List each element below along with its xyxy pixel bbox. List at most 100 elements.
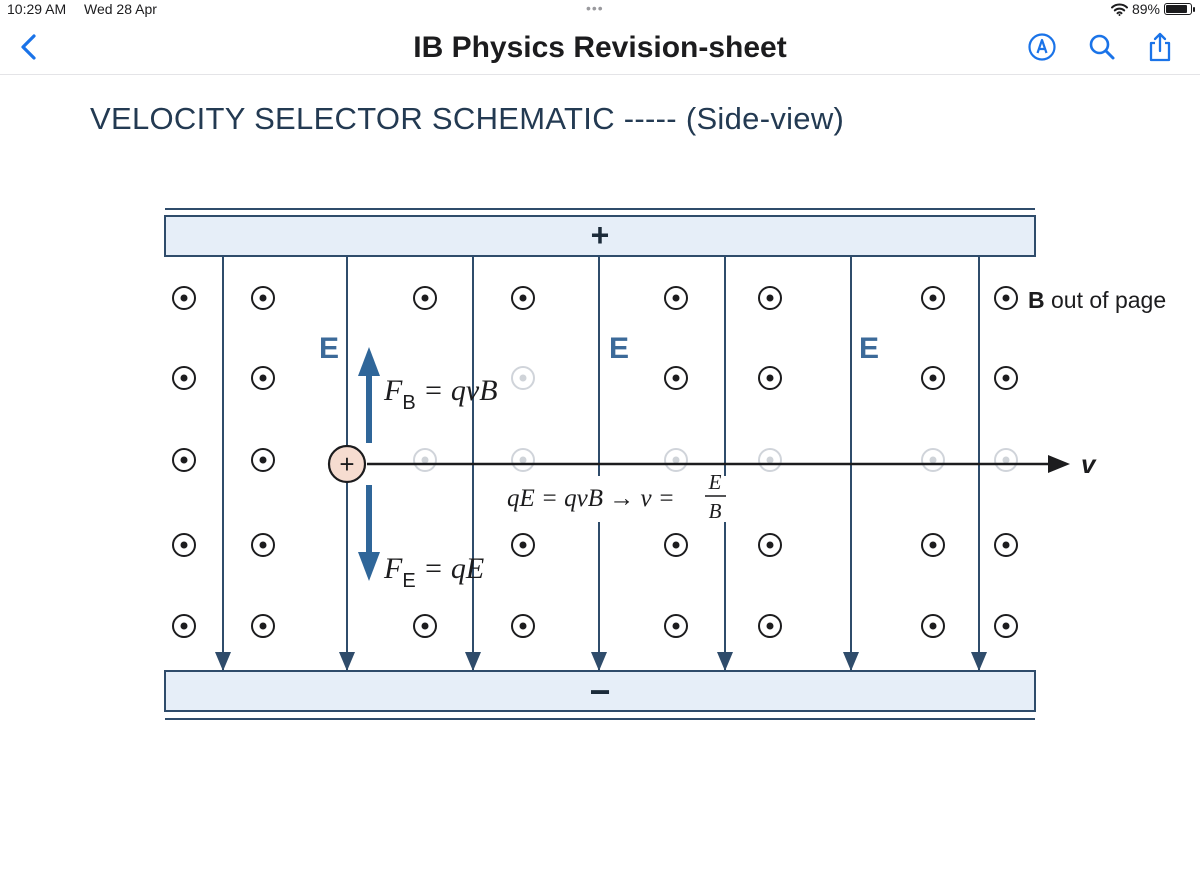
dot-center [766,622,774,630]
b-field-dot [664,366,688,390]
document-title: IB Physics Revision-sheet [413,31,787,64]
equation-background [503,476,739,522]
dot-center [766,541,774,549]
b-field-dot [511,448,535,472]
dot-center [519,374,527,382]
dot-center [766,456,774,464]
dot-center [1002,294,1010,302]
b-field-dot [664,614,688,638]
b-field-dot [172,366,196,390]
b-field-dot [994,448,1018,472]
b-field-dot [664,286,688,310]
dot-center [180,374,188,382]
dot-center [259,622,267,630]
battery-percentage: 89% [1131,1,1160,17]
e-field-arrowhead [465,652,481,671]
dot-center [929,622,937,630]
navigation-bar: IB Physics Revision-sheet [0,22,1200,75]
dot-center [766,294,774,302]
b-field-dot [921,448,945,472]
b-field-dot [251,366,275,390]
multitasking-dots[interactable]: ••• [586,0,604,16]
sheet-heading: VELOCITY SELECTOR SCHEMATIC ----- (Side-… [90,101,845,136]
dot-center [421,622,429,630]
positive-charge [327,444,367,484]
top-plate [164,208,1036,257]
dot-center [929,541,937,549]
b-field-dot [251,448,275,472]
b-field-dot [921,286,945,310]
b-field-dot [758,286,782,310]
dot-center [1002,541,1010,549]
bottom-plate [164,670,1036,720]
dot-center [519,541,527,549]
velocity-label: v [1081,449,1097,479]
b-field-dot [664,448,688,472]
dot-center [672,456,680,464]
battery-level [1166,5,1188,13]
dot-center [421,294,429,302]
share-icon[interactable] [1144,31,1176,63]
e-field-arrowhead [717,652,733,671]
balance-equation: qE = qvB → v = [507,485,675,512]
dot-center [672,541,680,549]
status-date: Wed 28 Apr [84,1,157,17]
dot-center [421,456,429,464]
b-field-dot [172,286,196,310]
b-field-dot [664,533,688,557]
b-field-dot [758,533,782,557]
dot-center [766,374,774,382]
dot-center [180,294,188,302]
b-field-dot [172,533,196,557]
wifi-icon [1110,3,1128,16]
status-bar: 10:29 AM Wed 28 Apr ••• 89% [0,0,1200,22]
magnetic-force-label: FB = qvB [383,374,498,414]
markup-pen-icon[interactable] [1026,31,1058,63]
electric-force-arrowhead [358,552,380,581]
b-field-legend: B out of page [1028,287,1166,313]
e-field-arrowhead [591,652,607,671]
electric-force-label: FE = qE [383,552,484,592]
dot-center [519,622,527,630]
dot-center [180,541,188,549]
e-field-label: E [609,332,629,365]
dot-center [672,294,680,302]
magnetic-field-dots [172,286,1018,638]
back-chevron-icon[interactable] [14,30,44,64]
dot-center [259,456,267,464]
negative-plate-sign: − [589,671,610,712]
e-field-arrowhead [843,652,859,671]
b-field-dot [511,533,535,557]
b-field-dot [413,614,437,638]
b-field-dot [758,366,782,390]
velocity-arrowhead [1048,455,1070,473]
dot-center [929,374,937,382]
dot-center [672,374,680,382]
e-field-arrowhead [971,652,987,671]
dot-center [929,294,937,302]
b-field-dot [251,286,275,310]
b-field-dot [758,448,782,472]
b-field-dot [251,614,275,638]
dot-center [259,294,267,302]
b-field-dot [994,286,1018,310]
e-field-arrowhead [215,652,231,671]
search-icon[interactable] [1086,31,1118,63]
dot-center [1002,622,1010,630]
positive-plate-sign: + [591,217,610,253]
b-field-dot [413,448,437,472]
dot-center [259,541,267,549]
charge-sign: + [339,449,354,479]
e-field-label: E [319,332,339,365]
b-field-dot [251,533,275,557]
b-field-dot [511,286,535,310]
b-field-dot [511,366,535,390]
dot-center [672,622,680,630]
b-field-dot [994,614,1018,638]
equation-denominator: B [709,499,722,523]
b-field-dot [994,366,1018,390]
dot-center [180,456,188,464]
dot-center [929,456,937,464]
e-field-label: E [859,332,879,365]
